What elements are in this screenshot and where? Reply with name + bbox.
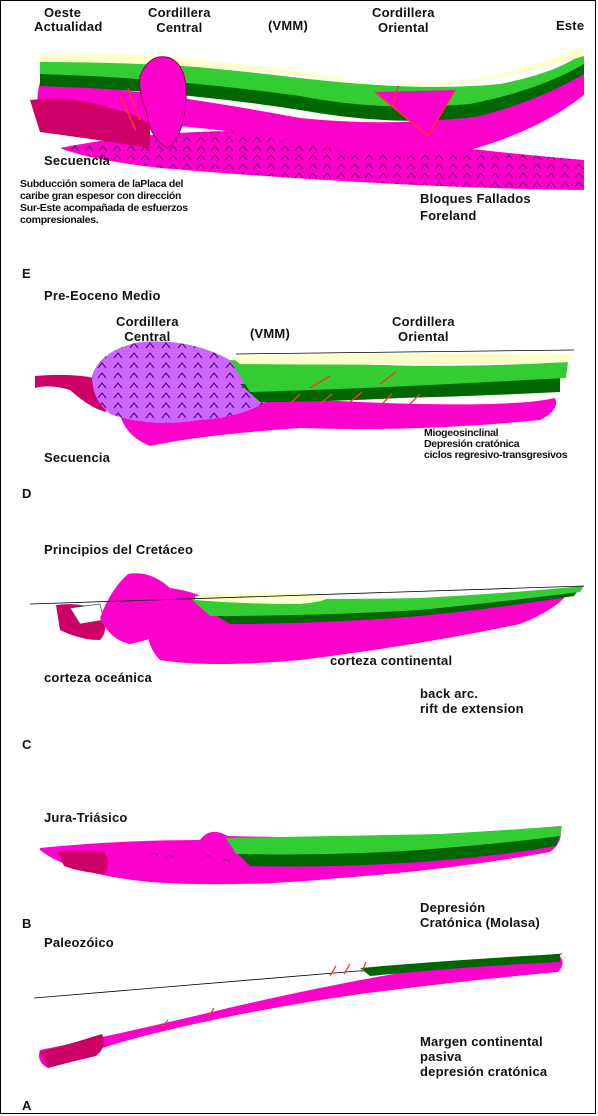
label-oeste: Oeste [44,5,81,20]
label-miogeo: Miogeosinclinal Depresión cratónica cicl… [424,428,567,461]
label-vmm-e: (VMM) [268,18,308,33]
panel-letter-b: B [22,916,32,931]
section-E [30,46,584,190]
label-corteza-continental: corteza continental [330,653,452,668]
panel-letter-d: D [22,486,32,501]
label-title-b: Jura-Triásico [44,810,128,825]
label-secuencia-e: Secuencia [44,153,110,168]
label-title-a: Paleozóico [44,935,114,950]
trench-block-b [58,851,108,874]
label-description-e: Subducción somera de laPlaca del caribe … [20,178,188,226]
trench-block-a [40,1034,104,1068]
label-este: Este [556,18,584,33]
label-cordillera-central-e: Cordillera Central [148,5,211,35]
label-corteza-oceanica: corteza oceánica [44,670,152,685]
label-actualidad: Actualidad [34,19,102,34]
section-C [30,573,584,664]
label-cordillera-oriental-d: Cordillera Oriental [392,314,455,344]
label-title-c: Principios del Cretáceo [44,542,193,557]
label-cordillera-central-d: Cordillera Central [116,314,179,344]
label-cordillera-oriental-e: Cordillera Oriental [372,5,435,35]
panel-letter-a: A [22,1098,32,1113]
label-margen-continental: Margen continental pasiva depresión crat… [420,1034,547,1079]
sediment-cream-d [230,353,572,364]
label-secuencia-d: Secuencia [44,450,110,465]
panel-letter-c: C [22,737,32,752]
label-back-arc: back arc. rift de extension [420,686,524,716]
label-title-d: Pre-Eoceno Medio [44,288,161,303]
label-vmm-d: (VMM) [250,326,290,341]
panel-letter-e: E [22,266,31,281]
label-depresion-molasa: Depresión Cratónica (Molasa) [420,900,540,930]
section-B [40,826,562,884]
label-bloques-foreland: Bloques Fallados Foreland [420,190,531,224]
